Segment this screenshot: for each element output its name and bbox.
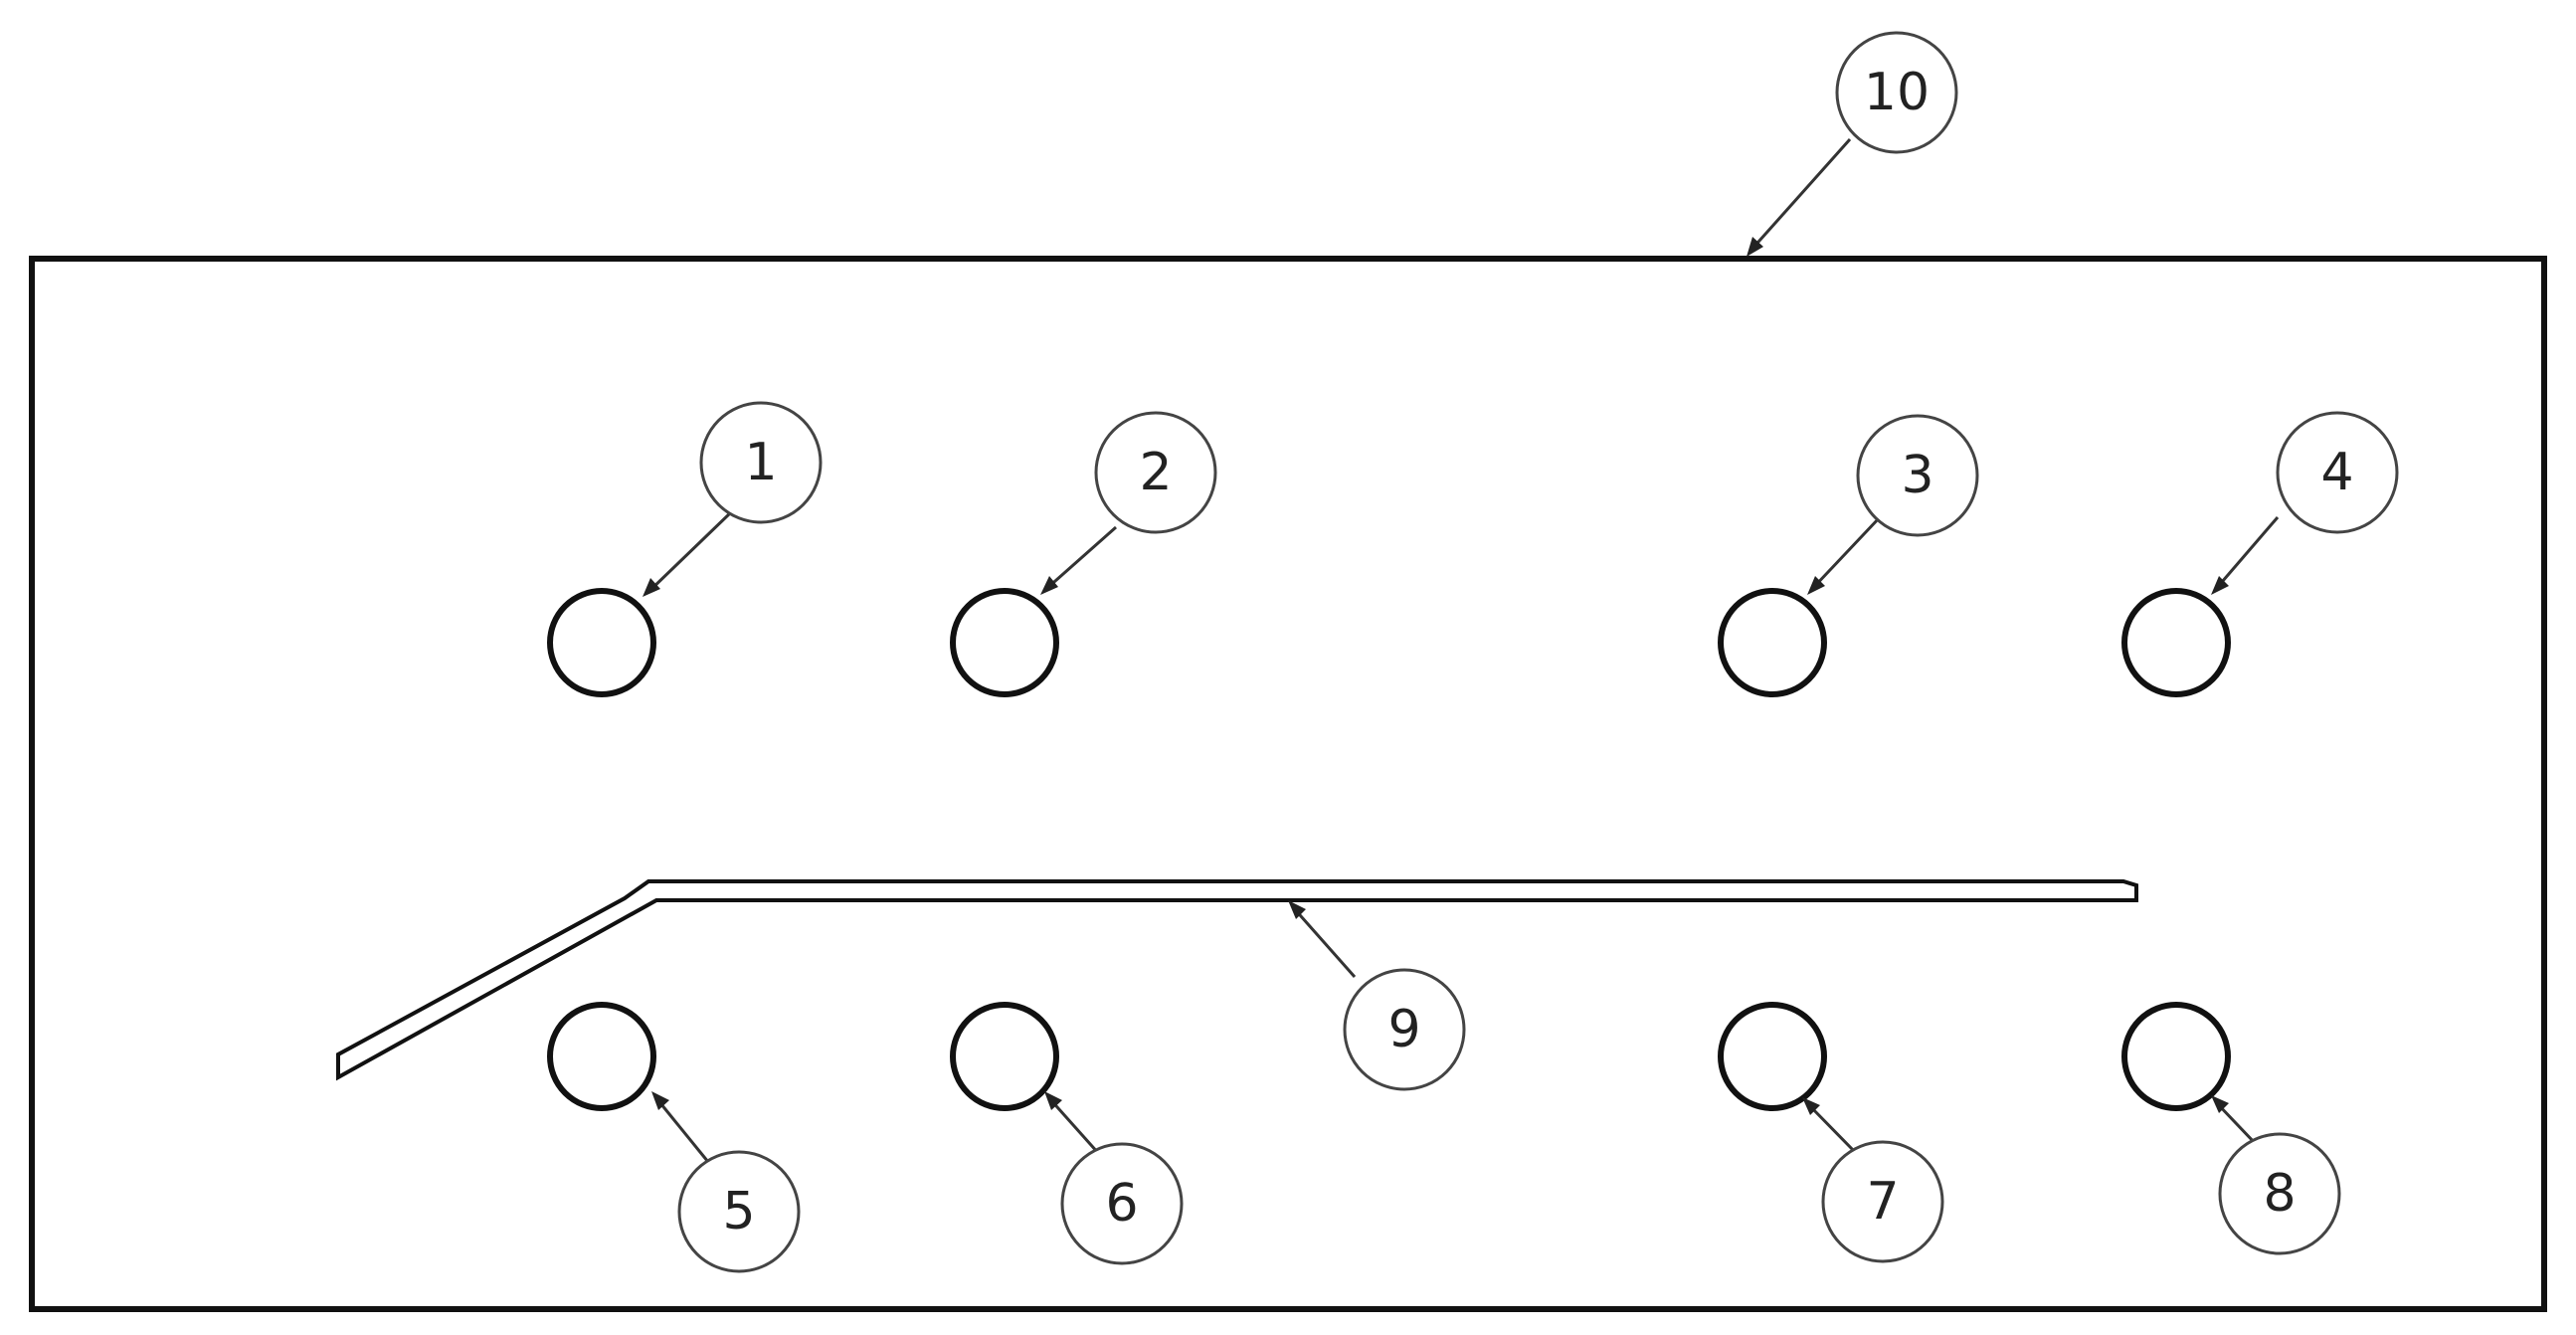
- callout-4: 4: [2276, 411, 2399, 534]
- outer-frame: [29, 256, 2547, 1312]
- callout-1-label: 1: [744, 433, 777, 492]
- arrowhead-10: [1747, 237, 1763, 257]
- hole-6-circle: [950, 1002, 1059, 1111]
- callout-2-label: 2: [1139, 443, 1172, 502]
- arrowhead-6: [1044, 1091, 1062, 1110]
- leader-1: [646, 510, 733, 594]
- callout-5-label: 5: [722, 1182, 755, 1241]
- callout-1: 1: [699, 401, 823, 524]
- leader-10: [1748, 138, 1852, 252]
- leader-5: [654, 1097, 710, 1163]
- leader-3: [1810, 515, 1882, 591]
- callout-4-label: 4: [2320, 443, 2353, 502]
- callout-3: 3: [1856, 414, 1979, 537]
- leader-7: [1806, 1102, 1857, 1154]
- leader-4: [2214, 516, 2280, 590]
- callout-2: 2: [1094, 411, 1217, 534]
- arrowhead-1: [643, 578, 660, 597]
- arrowhead-7: [1802, 1097, 1820, 1115]
- callout-6-label: 6: [1105, 1174, 1138, 1234]
- arrowhead-3: [1807, 576, 1825, 595]
- hole-8-circle: [2121, 1002, 2231, 1111]
- callout-7: 7: [1821, 1140, 1944, 1263]
- callout-6: 6: [1060, 1142, 1184, 1265]
- callout-7-label: 7: [1866, 1172, 1899, 1232]
- bent-plate: [336, 879, 2138, 1081]
- hole-4-circle: [2121, 588, 2231, 697]
- callout-5: 5: [677, 1150, 801, 1273]
- callout-3-label: 3: [1901, 446, 1933, 505]
- arrowhead-8: [2211, 1095, 2229, 1113]
- hole-2-circle: [950, 588, 1059, 697]
- hole-5-circle: [547, 1002, 656, 1111]
- arrowhead-4: [2211, 576, 2229, 595]
- hole-1-circle: [547, 588, 656, 697]
- callout-9: 9: [1343, 968, 1466, 1091]
- callout-10-label: 10: [1864, 63, 1930, 122]
- hole-3-circle: [1718, 588, 1827, 697]
- hole-7-circle: [1718, 1002, 1827, 1111]
- callout-9-label: 9: [1387, 1000, 1420, 1059]
- leader-6: [1047, 1097, 1101, 1155]
- leader-2: [1045, 525, 1117, 591]
- arrowhead-9: [1288, 900, 1306, 919]
- arrowhead-2: [1040, 576, 1058, 595]
- leader-9: [1291, 906, 1357, 978]
- callout-10: 10: [1835, 31, 1958, 154]
- callout-8-label: 8: [2263, 1164, 2296, 1224]
- callout-8: 8: [2218, 1132, 2341, 1255]
- arrowhead-5: [651, 1091, 669, 1110]
